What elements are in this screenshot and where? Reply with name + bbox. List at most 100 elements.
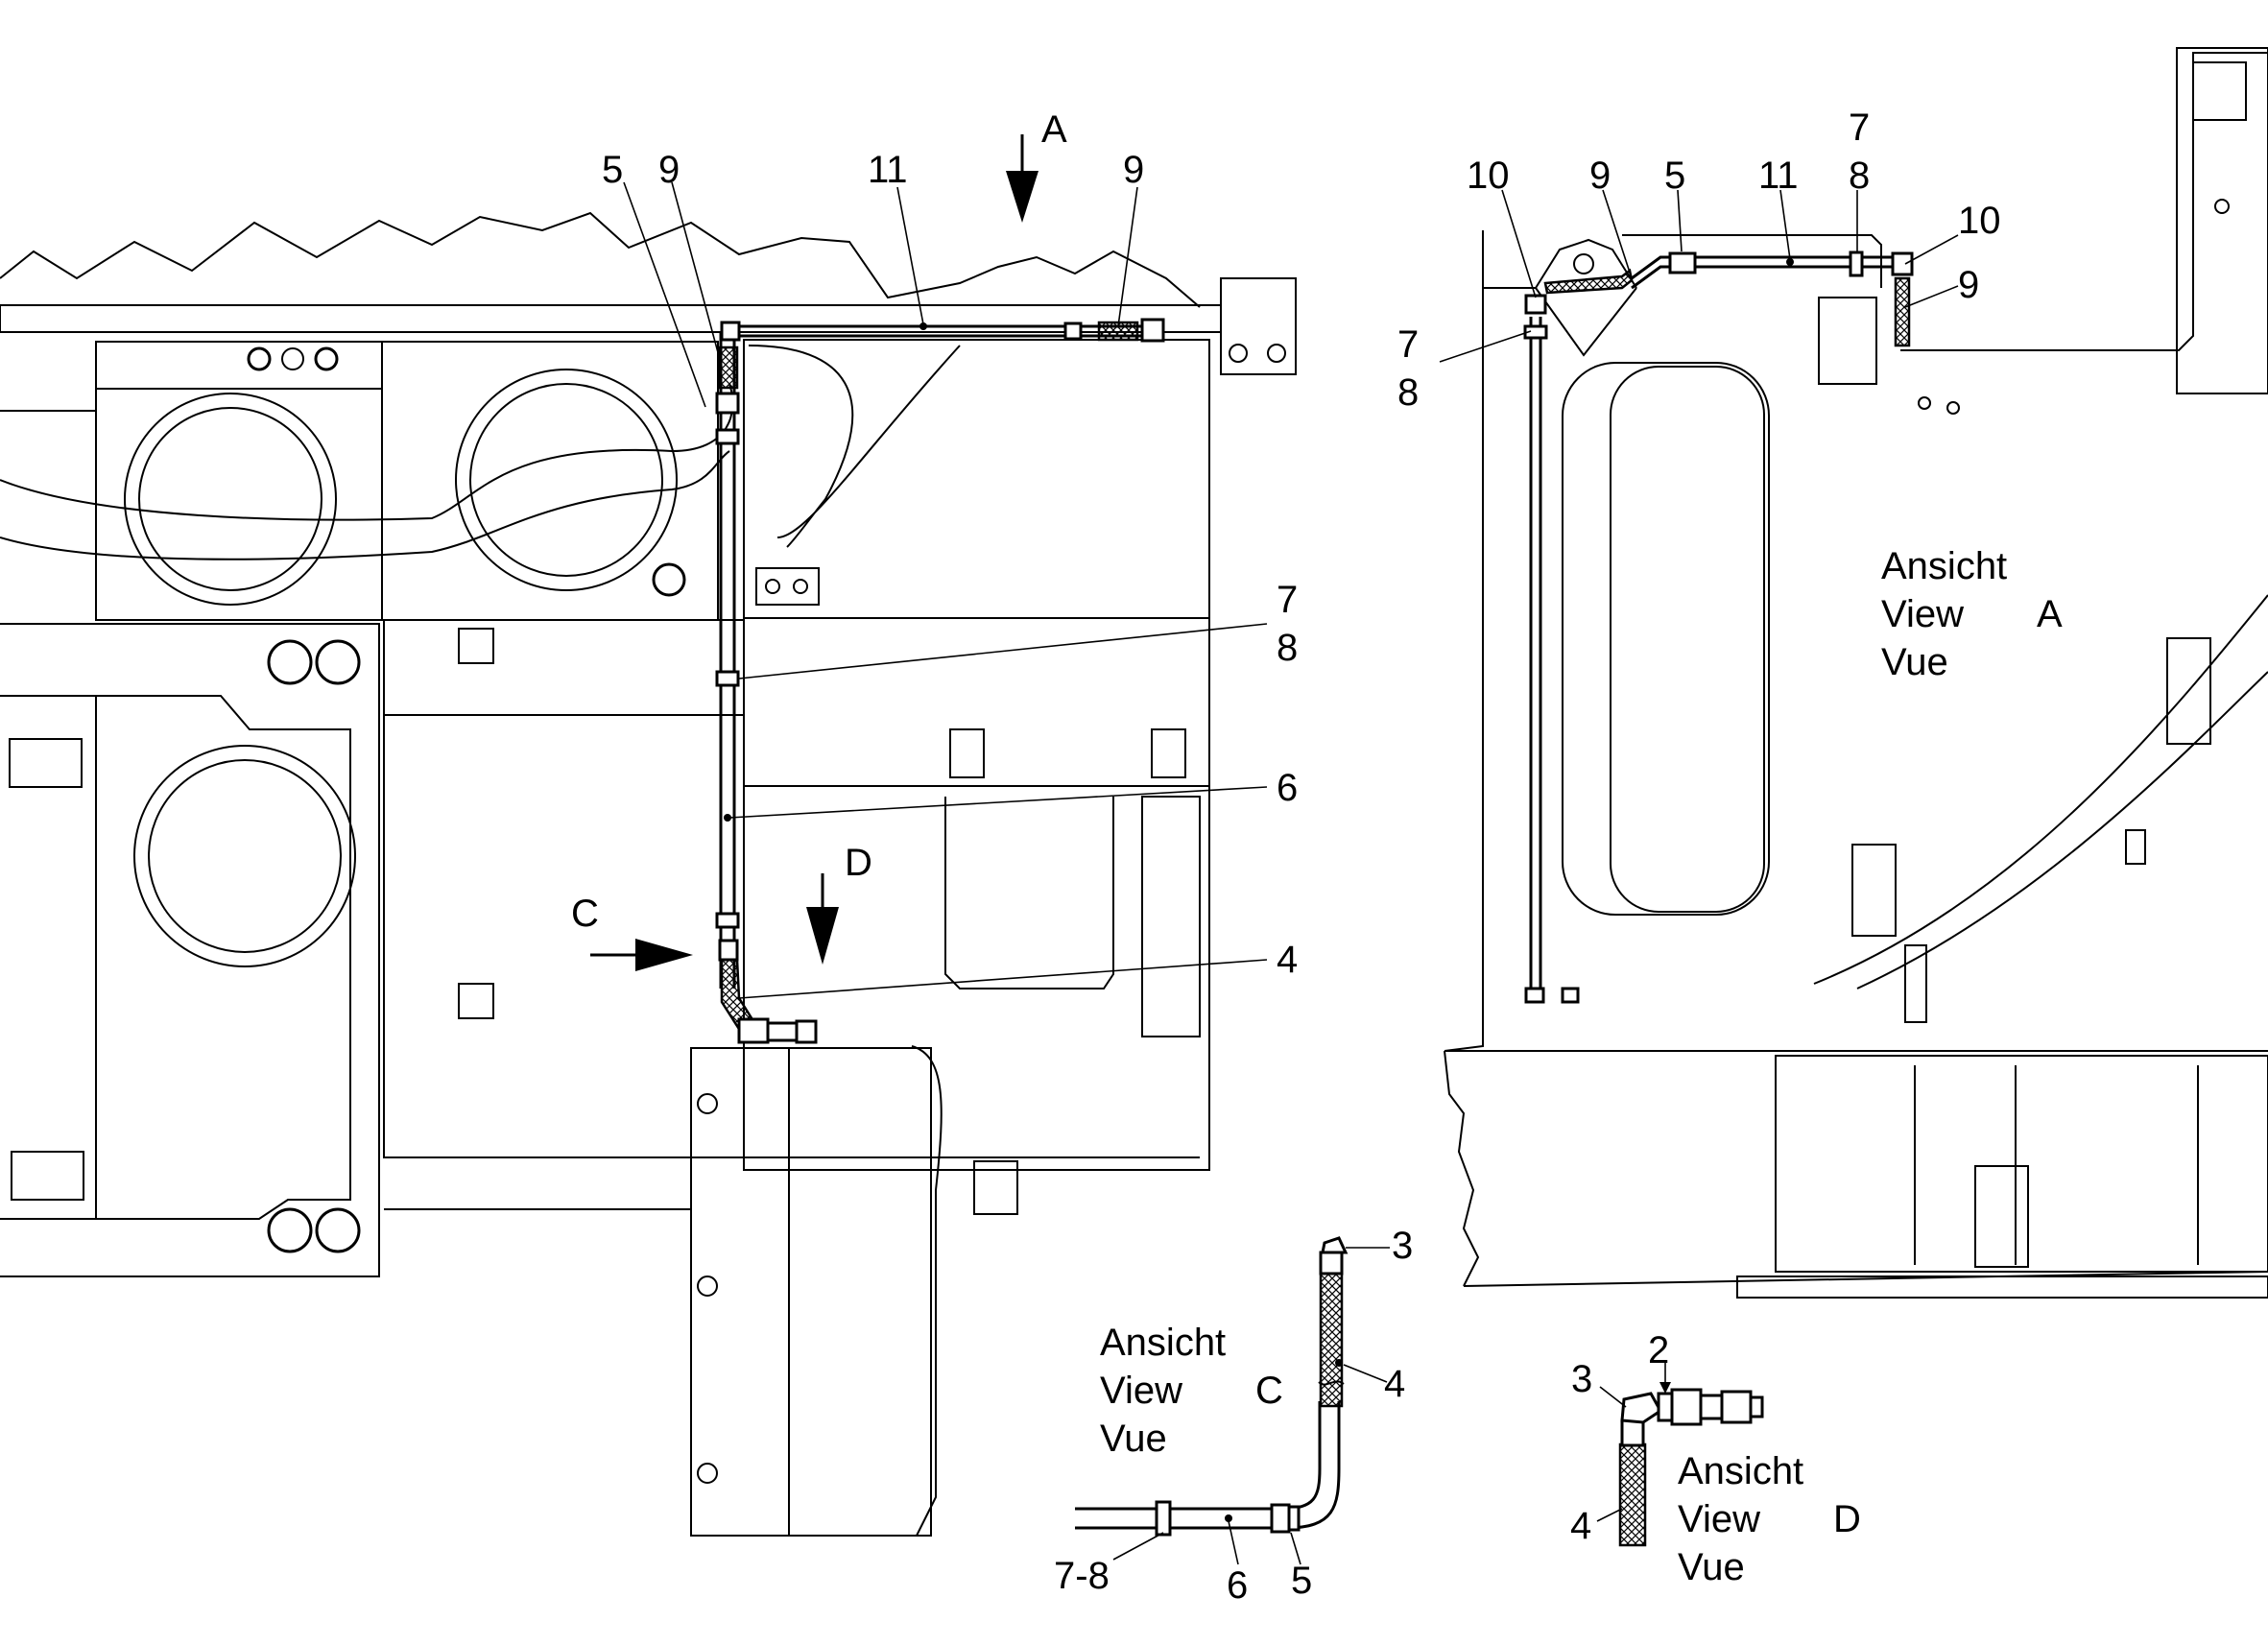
break-line-top (0, 211, 1201, 308)
callout-6: 6 (1227, 1564, 1248, 1607)
housing-plate (11, 1151, 84, 1201)
flange-lower (133, 745, 356, 967)
mount-plate-1 (949, 728, 985, 778)
lifting-eye-base (1535, 287, 1637, 357)
curved-boom (1813, 594, 2268, 985)
callout-5: 5 (1664, 155, 1685, 197)
housing-plate (9, 738, 83, 788)
frame-block (1974, 1165, 2029, 1268)
pump-unit (690, 1047, 932, 1537)
arrow-A-letter: A (1041, 108, 1067, 151)
callout-7: 7 (1849, 107, 1870, 149)
port-circle-1 (247, 346, 272, 371)
callout-3: 3 (1392, 1225, 1413, 1267)
callout-7: 7 (1397, 323, 1419, 366)
lifting-eye-hole (1573, 253, 1594, 274)
caption-vue: Vue (1100, 1418, 1167, 1460)
bracket-hole-2 (1267, 344, 1286, 363)
tube-11-marker (919, 322, 927, 330)
leader-7-8-left (1439, 330, 1532, 363)
fitting-10-viewA (1891, 251, 1914, 276)
callout-9: 9 (658, 149, 680, 191)
leader-5 (1290, 1532, 1301, 1565)
callout-11: 11 (868, 149, 908, 191)
column-hole (2214, 199, 2230, 214)
callout-8: 8 (1397, 371, 1419, 414)
tube-11-marker (1786, 258, 1794, 266)
leader-6 (728, 786, 1268, 819)
side-channel (1141, 796, 1201, 1037)
clamp-7-8-viewA-top (1849, 250, 1864, 277)
coupling-2 (315, 639, 361, 685)
leader-7-8 (738, 623, 1268, 679)
fitting (718, 939, 739, 962)
cabinet-middle (743, 617, 1210, 787)
leader-11 (1779, 189, 1791, 260)
flange-upper-mid (455, 369, 678, 591)
callout-4: 4 (1570, 1505, 1591, 1547)
clamp-7-8-viewC (1155, 1500, 1172, 1537)
hose-break (1318, 1380, 1345, 1386)
leader-6 (1228, 1520, 1239, 1565)
column-plate (2192, 61, 2247, 121)
main-assembly-view: A C D 5 9 11 9 7 8 6 4 (0, 108, 1298, 1537)
view-A: 10 9 5 11 7 8 10 9 7 8 Ansicht View A Vu… (1397, 47, 2268, 1299)
callout-8: 8 (1849, 155, 1870, 197)
view-arrow-C: C (571, 893, 693, 971)
cabinet-upper (743, 339, 1210, 619)
hose-4-marker (1335, 1359, 1343, 1367)
view-C-caption: Ansicht View C Vue (1100, 1322, 1283, 1460)
caption-letter: D (1833, 1498, 1861, 1540)
fitting (795, 1019, 818, 1044)
port-circle-2 (281, 347, 304, 370)
fitting (766, 1021, 799, 1042)
junction-hole (793, 579, 808, 594)
pump-bolt (697, 1275, 718, 1297)
lower-housing-inner (0, 695, 351, 1220)
top-rail (1622, 234, 1882, 288)
caption-ansicht: Ansicht (1100, 1322, 1226, 1364)
bracket (1851, 844, 1897, 937)
fitting (1287, 1505, 1301, 1532)
fitting-2-viewD (1657, 1392, 1674, 1422)
frame-left-edge (1444, 230, 1484, 1052)
port-circle-3 (314, 346, 339, 371)
pump-bolt (697, 1463, 718, 1484)
fitting (1063, 322, 1083, 341)
callout-9: 9 (1123, 149, 1144, 191)
fitting-10 (1524, 294, 1547, 315)
hose-curve-2 (0, 450, 730, 560)
callout-3: 3 (1571, 1358, 1592, 1400)
foot-bracket (973, 1160, 1018, 1215)
elbow-fitting (720, 321, 741, 342)
flange-upper-left (124, 393, 337, 606)
tube-11-viewA (1631, 255, 1896, 280)
callout-11: 11 (1758, 155, 1799, 197)
junction-hole (765, 579, 780, 594)
flange-inner (469, 383, 663, 577)
coupling-end (1749, 1395, 1764, 1419)
break-line-left (1444, 1050, 1480, 1287)
fitting-5-viewC (1270, 1503, 1291, 1534)
view-C: 3 4 7-8 6 5 Ansicht View C Vue (1054, 1225, 1413, 1607)
coupling-3 (267, 1207, 313, 1253)
hose-9-viewA (1543, 268, 1634, 295)
callout-7: 7 (1277, 579, 1298, 621)
mount-square (458, 983, 494, 1019)
view-arrow-D: D (806, 842, 872, 965)
hose-end-fitting (1319, 1251, 1344, 1275)
base-plate (1736, 1275, 2268, 1299)
view-D: 3 2 4 Ansicht View D Vue (1570, 1329, 1861, 1588)
leader-9b (1904, 285, 1959, 308)
caption-view: View (1881, 593, 1964, 635)
callout-6: 6 (1277, 767, 1298, 809)
mount-square (458, 628, 494, 664)
cabinet-lower (743, 785, 1210, 1171)
frame-bottom-line (1463, 1271, 2268, 1287)
curved-boom-inner (1856, 671, 2268, 989)
window-opening-inner (1610, 366, 1765, 913)
caption-ansicht: Ansicht (1881, 545, 2007, 587)
leader-4 (1596, 1508, 1623, 1522)
arrow-D-letter: D (845, 842, 872, 884)
end-fitting (1140, 318, 1165, 343)
